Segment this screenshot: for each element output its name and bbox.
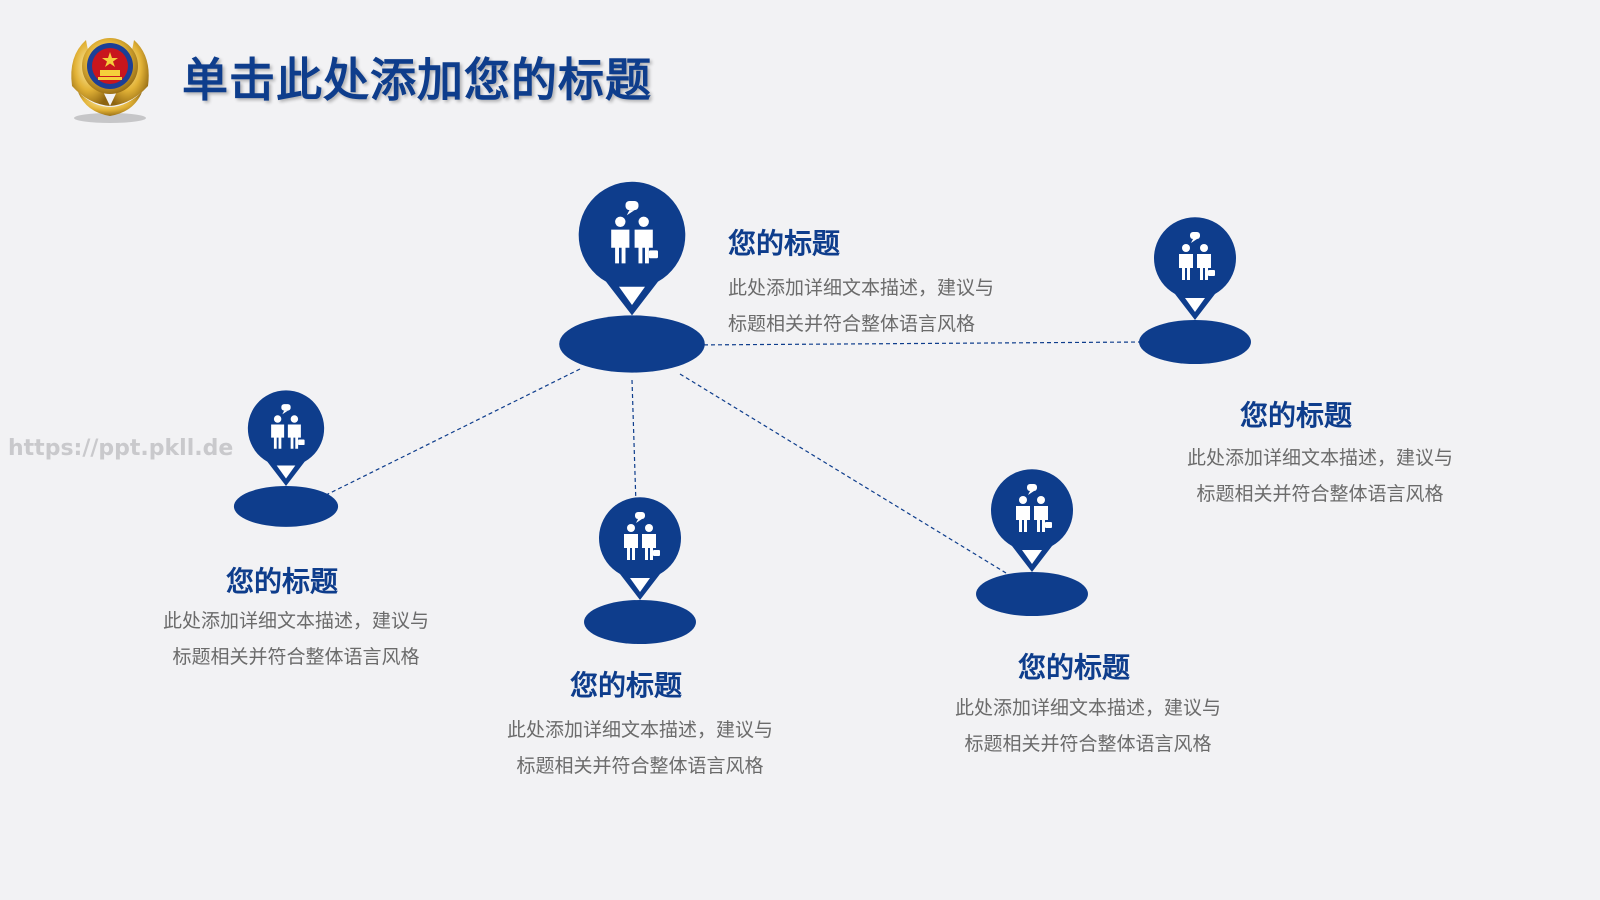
node-desc-bottom-center: 此处添加详细文本描述，建议与 标题相关并符合整体语言风格 <box>490 712 790 784</box>
police-emblem-icon <box>71 38 149 123</box>
node-desc-line: 此处添加详细文本描述，建议与 <box>954 697 1221 719</box>
node-desc-bottom-right: 此处添加详细文本描述，建议与 标题相关并符合整体语言风格 <box>938 690 1238 762</box>
node-title-right[interactable]: 您的标题 <box>1240 399 1353 432</box>
node-desc-right: 此处添加详细文本描述，建议与 标题相关并符合整体语言风格 <box>1170 440 1470 512</box>
pin-center[interactable] <box>559 181 705 373</box>
page-title[interactable]: 单击此处添加您的标题 <box>182 53 652 107</box>
pin-bottom-center[interactable] <box>584 497 696 644</box>
watermark: https://ppt.pkll.de <box>8 436 234 461</box>
pin-right[interactable] <box>1139 217 1251 364</box>
pin-bottom-right[interactable] <box>976 469 1088 616</box>
node-desc-line: 标题相关并符合整体语言风格 <box>172 646 420 668</box>
node-title-center[interactable]: 您的标题 <box>728 227 841 260</box>
link-center-bottom-right <box>679 373 1007 574</box>
node-desc-line: 标题相关并符合整体语言风格 <box>516 755 764 777</box>
link-center-bottom-center <box>631 379 637 506</box>
link-center-left <box>321 368 581 498</box>
link-center-right <box>689 341 1143 346</box>
node-desc-line: 标题相关并符合整体语言风格 <box>1196 483 1444 505</box>
pin-left[interactable] <box>233 390 339 527</box>
node-desc-line: 此处添加详细文本描述，建议与 <box>728 277 995 299</box>
node-desc-line: 此处添加详细文本描述，建议与 <box>506 719 773 741</box>
node-title-bottom-center[interactable]: 您的标题 <box>570 669 683 702</box>
node-title-left[interactable]: 您的标题 <box>226 565 339 598</box>
node-desc-line: 标题相关并符合整体语言风格 <box>728 313 976 335</box>
node-desc-line: 此处添加详细文本描述，建议与 <box>1186 447 1453 469</box>
node-desc-line: 标题相关并符合整体语言风格 <box>964 733 1212 755</box>
node-desc-center: 此处添加详细文本描述，建议与 标题相关并符合整体语言风格 <box>728 270 1028 342</box>
node-title-bottom-right[interactable]: 您的标题 <box>1018 651 1131 684</box>
node-desc-line: 此处添加详细文本描述，建议与 <box>162 610 429 632</box>
node-desc-left: 此处添加详细文本描述，建议与 标题相关并符合整体语言风格 <box>146 603 446 675</box>
